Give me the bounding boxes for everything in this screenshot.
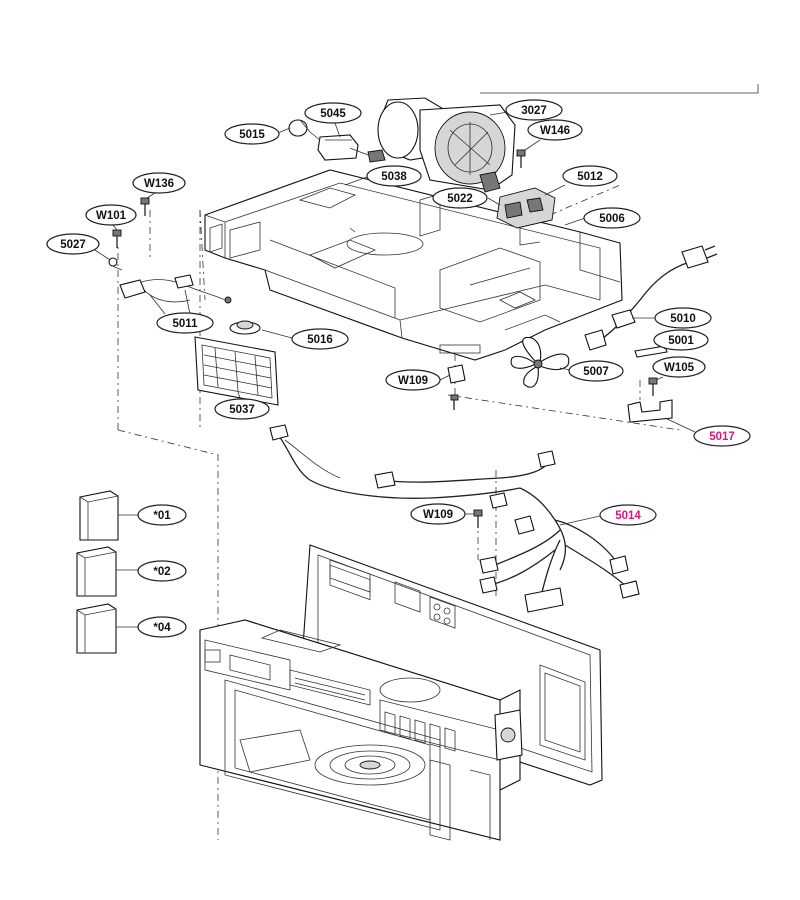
package-box-01 — [79, 490, 119, 541]
label-5017: 5017 — [709, 431, 735, 443]
damper-5012 — [496, 187, 556, 246]
screw-W109-lower — [473, 509, 483, 528]
label-5037: 5037 — [229, 404, 255, 416]
label-5022: 5022 — [447, 193, 473, 205]
label-W109-upper: W109 — [398, 375, 428, 387]
screw-W105 — [648, 377, 658, 396]
filter-5037 — [194, 336, 279, 406]
bracket-5017 — [627, 399, 673, 423]
label-5015: 5015 — [239, 129, 265, 141]
frame-line — [480, 84, 759, 94]
microwave-cavity — [199, 544, 603, 841]
label-3027: 3027 — [521, 105, 547, 117]
box-leaders — [116, 514, 140, 628]
label-5012: 5012 — [577, 171, 603, 183]
label-5011: 5011 — [173, 318, 199, 330]
power-cord-5010 — [584, 245, 718, 351]
blower-motor-3027 — [377, 97, 516, 193]
part-5001 — [634, 345, 668, 358]
package-box-02 — [76, 546, 117, 597]
label-W146: W146 — [540, 125, 570, 137]
switch-harness-5011 — [119, 274, 232, 304]
label-5027: 5027 — [60, 239, 86, 251]
mount-W109-upper — [447, 364, 466, 410]
label-5007: 5007 — [583, 366, 609, 378]
label-W109-lower: W109 — [423, 509, 453, 521]
callout-oval — [505, 99, 563, 121]
screw-W101 — [112, 229, 122, 248]
lamp-socket-5045 — [288, 119, 386, 163]
fan-blade-5007 — [510, 336, 570, 388]
label-5038: 5038 — [381, 171, 407, 183]
part-5027 — [108, 257, 123, 271]
label-W136: W136 — [144, 178, 174, 190]
screw-W136 — [140, 197, 150, 216]
label-5010: 5010 — [670, 313, 696, 325]
label-02: *02 — [153, 566, 170, 578]
label-5006: 5006 — [599, 213, 625, 225]
label-5001: 5001 — [668, 335, 694, 347]
label-5016: 5016 — [307, 334, 333, 346]
label-W101: W101 — [96, 210, 127, 222]
thermostat-5016 — [229, 320, 261, 335]
screw-W146 — [516, 149, 526, 168]
label-04: *04 — [153, 622, 171, 634]
part-labels: 3027 5045 5015 W146 5012 5038 5022 W136 — [46, 99, 751, 638]
label-01: *01 — [153, 510, 171, 522]
label-W105: W105 — [664, 362, 695, 374]
label-5045: 5045 — [320, 108, 346, 120]
wire-harness-5014 — [269, 424, 640, 613]
package-box-04 — [76, 603, 117, 654]
label-5014: 5014 — [615, 510, 641, 522]
